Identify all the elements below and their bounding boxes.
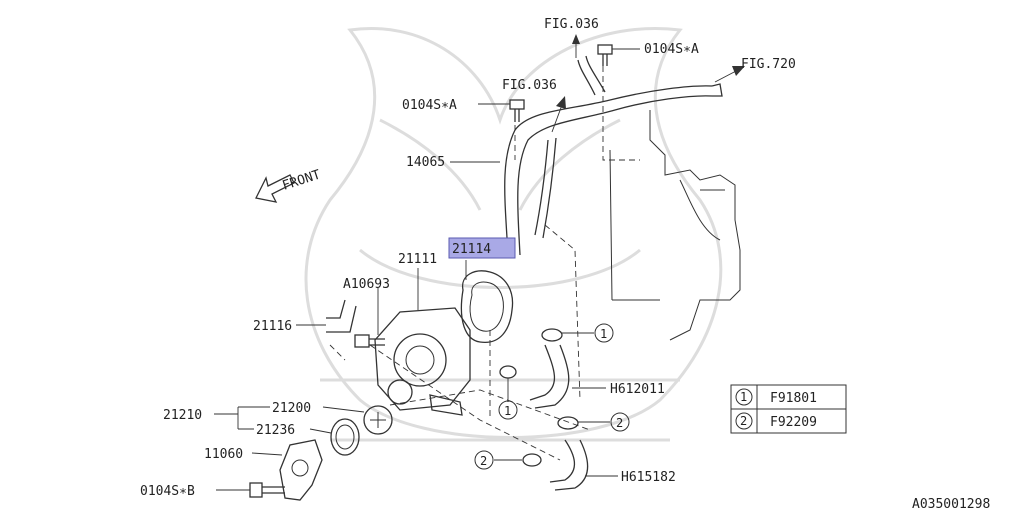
bolt-a10693: [354, 288, 385, 348]
label-fig036-top[interactable]: FIG.036: [544, 17, 599, 32]
label-21116[interactable]: 21116: [253, 319, 292, 334]
svg-text:1: 1: [504, 404, 511, 418]
legend-part-2: F92209: [770, 415, 817, 430]
label-14065[interactable]: 14065: [406, 155, 445, 170]
dashed-guides: [329, 66, 640, 461]
label-h612011[interactable]: H612011: [610, 382, 665, 397]
label-fig036-mid[interactable]: FIG.036: [502, 78, 557, 93]
water-pump-21111: [374, 268, 471, 416]
label-21111[interactable]: 21111: [398, 252, 437, 267]
legend-part-1: F91801: [770, 391, 817, 406]
engine-block: [609, 110, 741, 341]
bracket-21210: [214, 406, 270, 430]
label-21210[interactable]: 21210: [163, 408, 202, 423]
legend-table: 1 F91801 2 F92209: [730, 384, 847, 434]
label-front: FRONT: [281, 167, 323, 193]
svg-text:2: 2: [616, 416, 623, 430]
label-a10693[interactable]: A10693: [343, 277, 390, 292]
hose-h612011: [529, 344, 606, 409]
highlight-21114: [448, 237, 516, 259]
bolt-top: [597, 44, 640, 66]
callout-2-upper[interactable]: 2: [610, 412, 630, 432]
thermostat-21200: [322, 405, 393, 435]
cover-11060: [251, 439, 323, 501]
svg-text:1: 1: [600, 327, 607, 341]
legend-row-1[interactable]: 1 F91801: [735, 388, 817, 406]
label-bolt-b[interactable]: 0104S∗B: [140, 484, 195, 499]
svg-text:1: 1: [740, 390, 747, 404]
figure-arrows: [551, 34, 745, 133]
clamps: [494, 328, 610, 467]
label-h615182[interactable]: H615182: [621, 470, 676, 485]
watermark-emblem: [304, 27, 723, 442]
svg-text:2: 2: [480, 454, 487, 468]
gasket-21114: [460, 260, 514, 343]
label-21114[interactable]: 21114: [452, 242, 491, 257]
bolt-bottom: [216, 482, 285, 498]
callout-2-lower[interactable]: 2: [474, 450, 494, 470]
legend-row-2[interactable]: 2 F92209: [735, 412, 817, 430]
svg-text:2: 2: [740, 414, 747, 428]
gasket-21236: [309, 418, 360, 456]
front-arrow: [255, 174, 295, 203]
callout-1-lower[interactable]: 1: [498, 400, 518, 420]
label-21200[interactable]: 21200: [272, 401, 311, 416]
label-bolt-a-left[interactable]: 0104S∗A: [402, 98, 457, 113]
label-11060[interactable]: 11060: [204, 447, 243, 462]
callout-1-upper[interactable]: 1: [594, 323, 614, 343]
bolt-left: [478, 99, 525, 122]
pipe-21116: [296, 299, 357, 333]
reference-code: A035001298: [912, 497, 990, 512]
hose-h615182: [549, 439, 618, 491]
label-bolt-a-top[interactable]: 0104S∗A: [644, 42, 699, 57]
label-21236[interactable]: 21236: [256, 423, 295, 438]
label-fig720[interactable]: FIG.720: [741, 57, 796, 72]
